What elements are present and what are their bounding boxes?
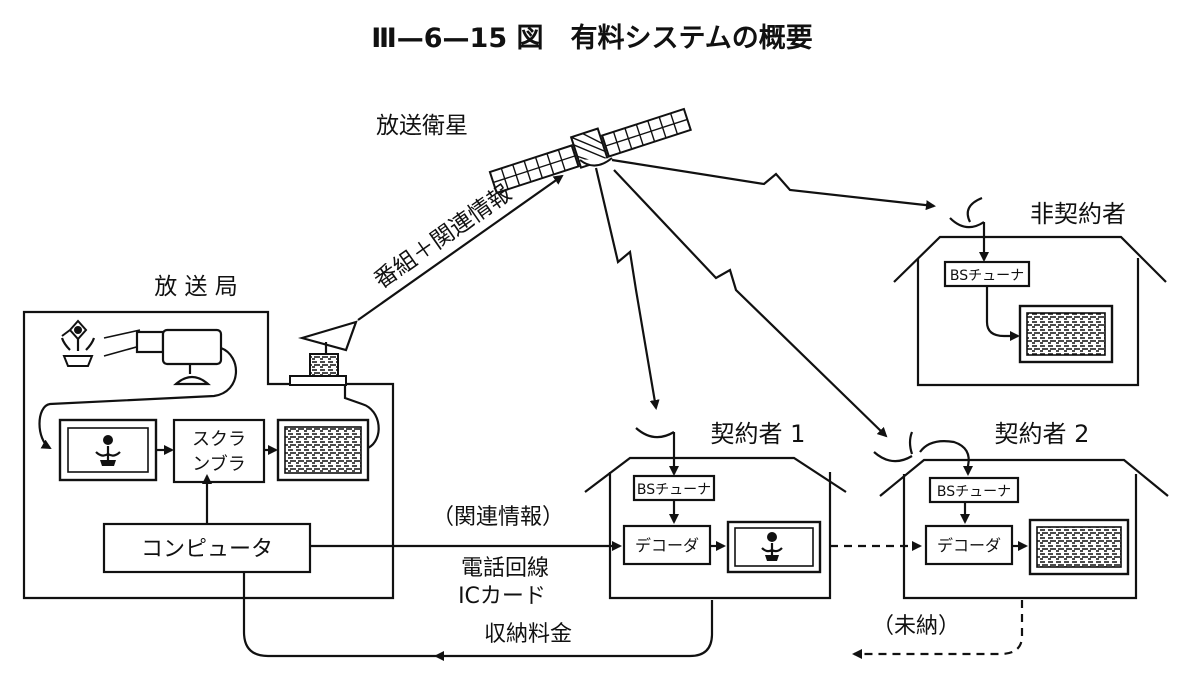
subscriber2-tuner-label: BSチューナ xyxy=(937,484,1011,500)
subscriber1-label: 契約者 1 xyxy=(711,420,806,448)
edge-downlink-subscriber1 xyxy=(594,167,660,410)
subscriber2-decoder xyxy=(924,524,1014,566)
channel-phone-label: 電話回線 xyxy=(461,556,549,581)
subscriber2-tuner xyxy=(928,476,1020,504)
camera-to-monitor-cable xyxy=(38,346,237,449)
edge-downlink-nonsubscriber xyxy=(611,158,936,211)
subscriber2-decoder-label: デコーダ xyxy=(937,536,1001,555)
channel-iccard-label: ICカード xyxy=(458,584,546,609)
camera-icon xyxy=(135,328,223,386)
scrambler-label-line2: ンブラ xyxy=(192,453,245,475)
non-subscriber-tuner xyxy=(943,260,1031,288)
scrambler-box xyxy=(172,418,266,484)
edge-downlink-subscriber2 xyxy=(613,169,888,438)
flower-icon xyxy=(95,435,121,466)
subscriber1-house xyxy=(584,427,847,600)
uplink-label: 番組＋関連情報 xyxy=(370,180,517,294)
scrambler-label-line1: スクラ xyxy=(192,429,246,450)
non-subscriber-tv xyxy=(1018,304,1114,364)
subscriber2-tv xyxy=(1028,518,1130,576)
edge-fee-to-computer xyxy=(242,572,436,658)
edge-uplink xyxy=(357,174,564,321)
related-info-label: （関連情報） xyxy=(432,505,564,530)
non-subscriber-label: 非契約者 xyxy=(1030,200,1126,228)
edge-fee-subscriber1 xyxy=(434,600,714,661)
flower-icon xyxy=(60,319,96,367)
unpaid-label: （未納） xyxy=(872,614,960,639)
output-to-antenna-cable xyxy=(343,384,380,449)
computer-label: コンピュータ xyxy=(141,537,273,562)
station-output-monitor xyxy=(276,418,370,482)
subscriber1-tv xyxy=(726,520,822,574)
satellite-icon xyxy=(488,107,692,195)
subscriber2-label: 契約者 2 xyxy=(995,420,1090,448)
station-building xyxy=(22,310,395,600)
computer-box xyxy=(102,522,312,574)
station-label: 放 送 局 xyxy=(154,274,238,300)
uplink-dish-icon xyxy=(289,320,358,386)
fee-label: 収納料金 xyxy=(484,622,572,647)
figure-title: Ⅲ—6—15 図 有料システムの概要 xyxy=(371,23,812,54)
station-source-monitor xyxy=(58,418,158,482)
subscriber1-tuner-label: BSチューナ xyxy=(637,482,711,498)
camera-view-lines xyxy=(103,329,141,357)
non-subscriber-house xyxy=(893,196,1167,387)
subscriber1-tuner xyxy=(632,474,716,502)
satellite-label: 放送衛星 xyxy=(376,113,468,139)
subscriber2-house xyxy=(873,431,1169,600)
non-subscriber-tuner-label: BSチューナ xyxy=(950,268,1024,284)
subscriber1-decoder-label: デコーダ xyxy=(635,536,699,555)
edge-nonsub-tuner-to-tv xyxy=(985,286,1020,341)
flower-icon xyxy=(761,532,783,561)
